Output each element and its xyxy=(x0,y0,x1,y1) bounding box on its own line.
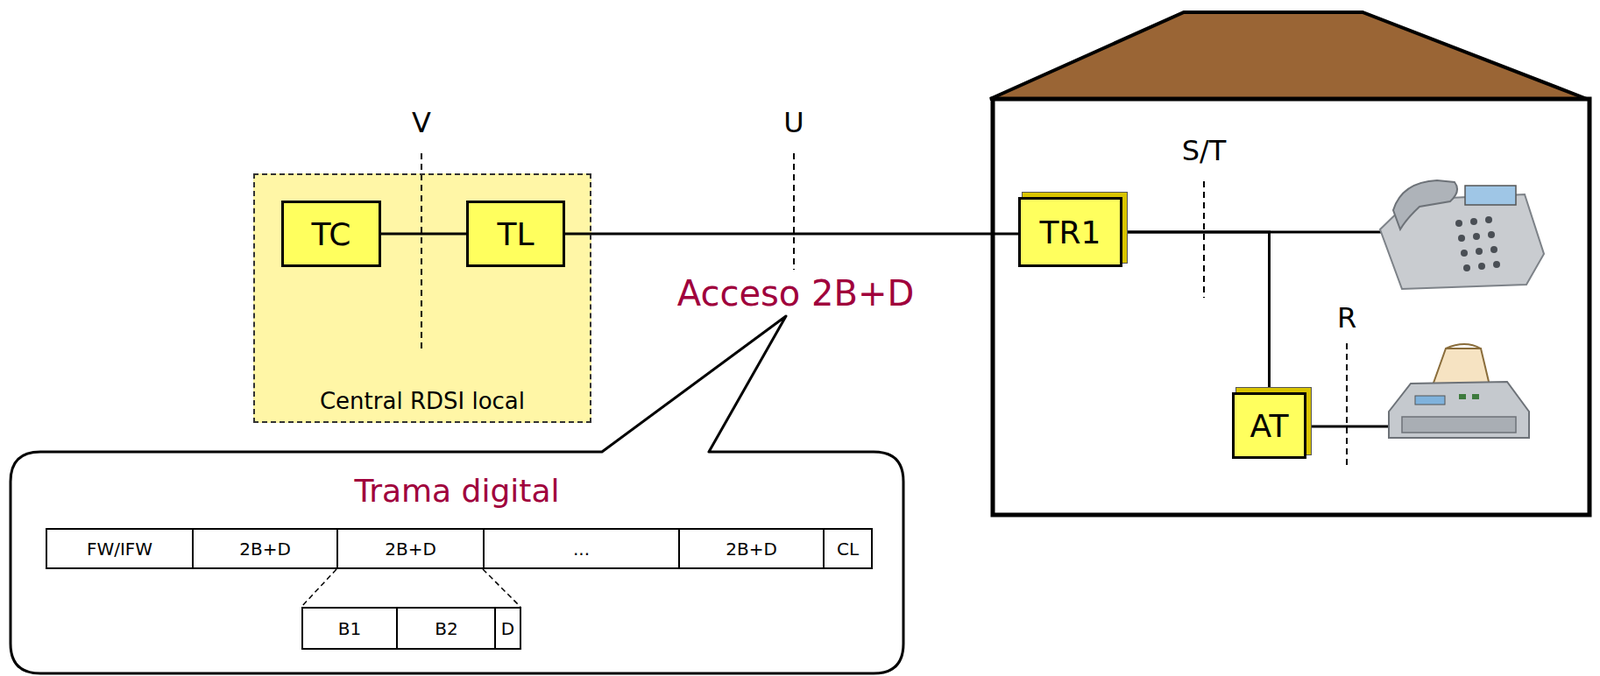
reference-point: U xyxy=(783,106,804,140)
callout-bubble xyxy=(10,316,904,674)
node-text: B2 xyxy=(434,618,458,640)
terminal-box: TC xyxy=(281,200,382,268)
frame-cell: ... xyxy=(482,528,680,570)
expansion-line xyxy=(482,569,521,608)
terminal-box: TL xyxy=(466,200,566,268)
node-text: FW/IFW xyxy=(86,538,153,560)
reference-point: S/T xyxy=(1182,134,1227,168)
house-wall xyxy=(992,99,1590,516)
node-text: CL xyxy=(836,538,859,560)
node-text: D xyxy=(501,618,515,640)
node-text: 2B+D xyxy=(725,538,778,560)
reference-point: R xyxy=(1337,301,1357,335)
connector-line xyxy=(381,233,467,236)
frame-cell: 2B+D xyxy=(336,528,485,570)
node-text: 2B+D xyxy=(239,538,291,560)
node-text: TC xyxy=(311,216,351,253)
exchange-band: TC TL Central RDSI local xyxy=(253,173,592,424)
channel-cell: B1 xyxy=(301,607,398,651)
adapter-box: AT xyxy=(1231,392,1307,460)
expansion-line xyxy=(301,569,337,608)
channel-cell: B2 xyxy=(396,607,497,651)
frame-cell: 2B+D xyxy=(678,528,825,570)
node-text: TR1 xyxy=(1040,214,1102,251)
frame-cell: FW/IFW xyxy=(45,528,194,570)
node-text: Trama digital xyxy=(353,473,560,510)
telephone-icon xyxy=(1380,180,1544,290)
access-label: Acceso 2B+D xyxy=(677,273,915,314)
node-text: 2B+D xyxy=(384,538,437,560)
reference-line xyxy=(792,153,795,270)
frame-cell: CL xyxy=(822,528,873,570)
reference-line xyxy=(420,153,423,353)
channel-cell: D xyxy=(494,607,522,651)
node-text: TL xyxy=(496,216,534,253)
house-roof xyxy=(990,12,1587,100)
frame-cell: 2B+D xyxy=(191,528,339,570)
fax-icon xyxy=(1388,344,1530,439)
terminal-box: TR1 xyxy=(1018,197,1123,268)
connector-line xyxy=(565,233,1019,236)
wire xyxy=(1306,425,1402,429)
node-text: Central RDSI local xyxy=(319,388,525,415)
reference-line xyxy=(1203,181,1205,298)
reference-point: V xyxy=(411,106,432,140)
connector-line xyxy=(1122,232,1270,393)
reference-line xyxy=(1345,343,1348,468)
node-text: B1 xyxy=(338,618,362,640)
node-text: ... xyxy=(573,538,590,560)
callout: FW/IFW 2B+D 2B+D... 2B+D CL B1 B2 D Trama digita… xyxy=(10,452,904,674)
node-text: AT xyxy=(1250,408,1289,445)
